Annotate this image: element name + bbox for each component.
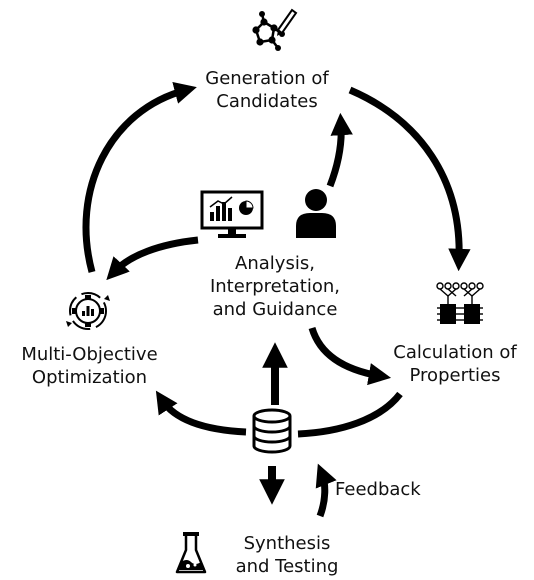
arrow-database-to-multi bbox=[155, 390, 247, 436]
monitor-chart-icon bbox=[200, 190, 264, 238]
neural-network-chip-icon bbox=[436, 282, 484, 324]
molecule-pencil-icon bbox=[252, 8, 298, 51]
node-analysis-interpretation-guidance: Analysis, Interpretation, and Guidance bbox=[209, 253, 341, 320]
node-calculation-of-properties: Calculation of Properties bbox=[393, 342, 517, 386]
arrow-calculation-to-database bbox=[297, 391, 403, 438]
node-multi-objective-optimization: Multi-Objective Optimization bbox=[21, 344, 158, 388]
database-icon bbox=[252, 408, 292, 454]
gear-chart-icon bbox=[66, 292, 110, 330]
node-synthesis-and-testing: Synthesis and Testing bbox=[235, 533, 339, 577]
person-icon bbox=[296, 189, 336, 238]
arrow-analysis-to-multi bbox=[106, 236, 199, 281]
node-generation-of-candidates: Generation of Candidates bbox=[205, 68, 329, 112]
arrow-analysis-to-generation bbox=[326, 112, 353, 188]
arrow-multi-to-generation bbox=[82, 82, 197, 273]
arrow-feedback bbox=[315, 463, 337, 518]
arrow-generation-to-calculation bbox=[348, 86, 471, 272]
arrow-analysis-to-calculation bbox=[308, 326, 392, 386]
flask-icon bbox=[175, 532, 207, 574]
edge-label-feedback: Feedback bbox=[335, 479, 421, 500]
